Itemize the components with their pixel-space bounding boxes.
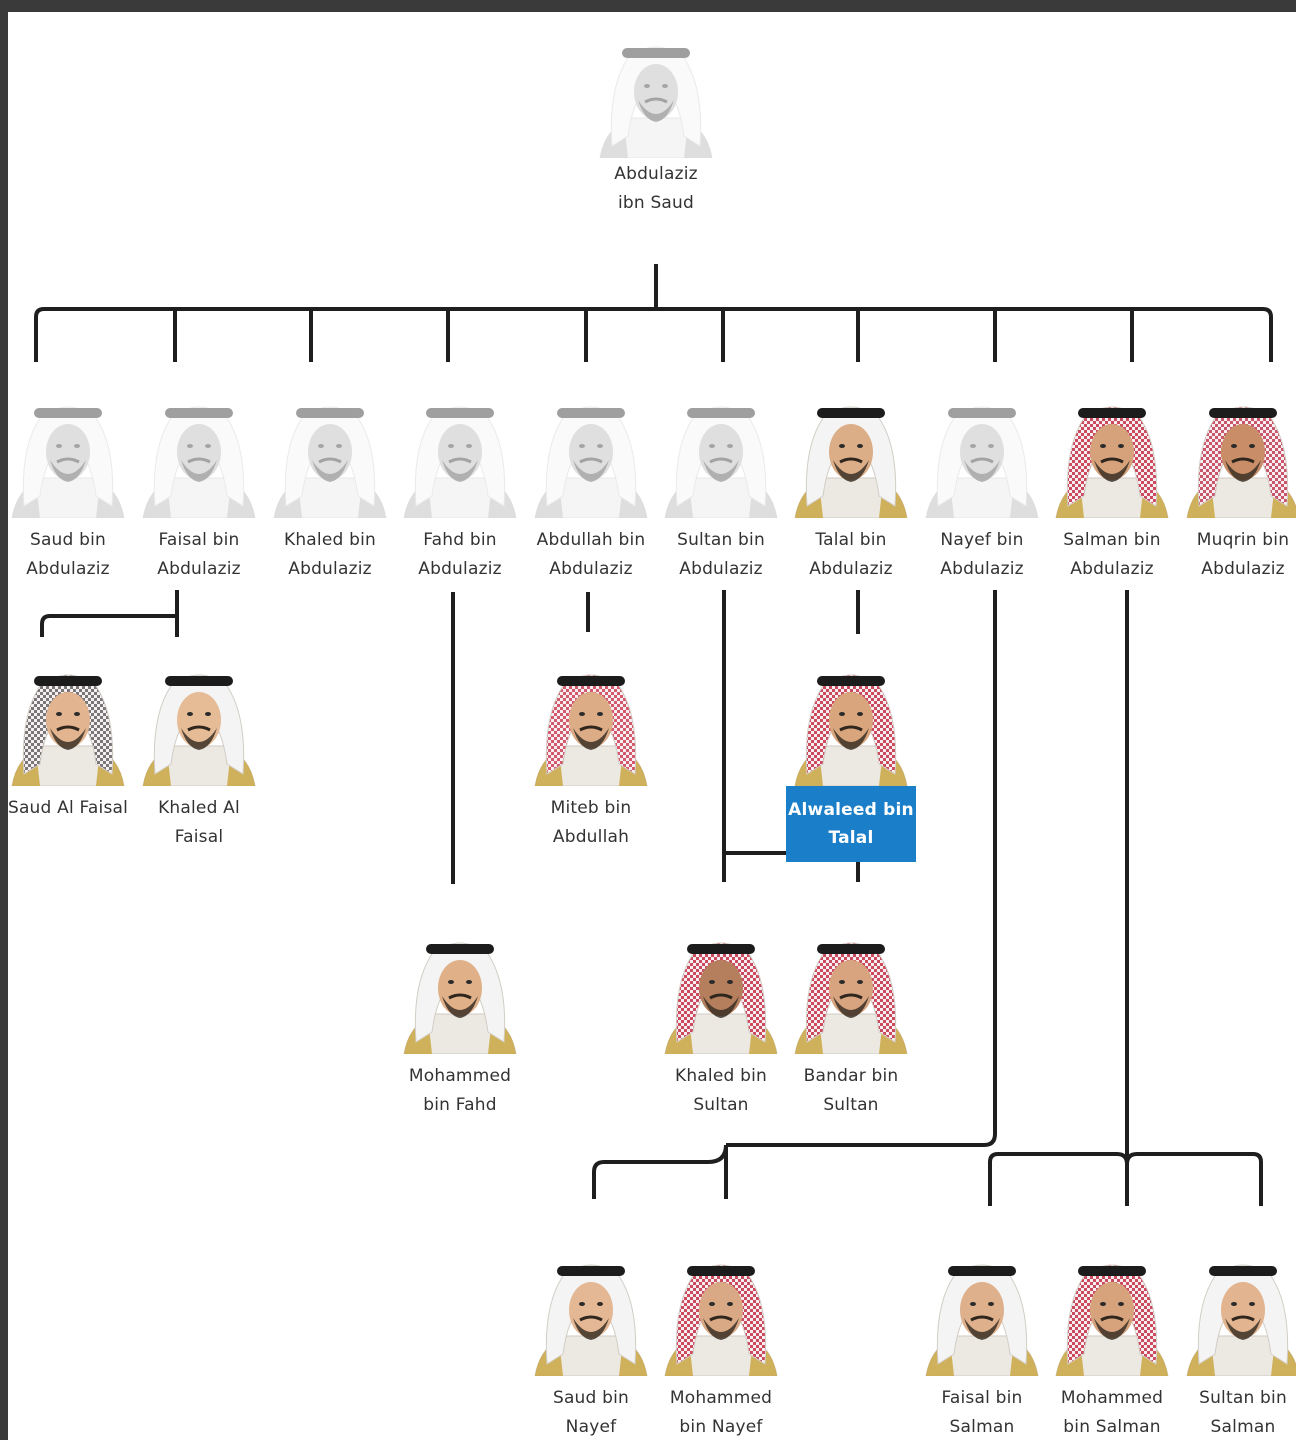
tree-sons-0-name: Saud bin Abdulaziz — [26, 530, 110, 579]
tree-sons-9-portrait — [1186, 406, 1296, 518]
connector-lines — [34, 264, 1273, 1206]
tree-sons-0-portrait — [11, 406, 125, 518]
tree-sons-2-portrait — [273, 406, 387, 518]
connector-salman-sons — [988, 590, 1263, 1206]
tree-sons-5-name: Sultan bin Abdulaziz — [677, 530, 765, 579]
tree-grandsons-10-portrait — [1055, 1264, 1169, 1376]
tree-root-portrait — [599, 46, 713, 158]
tree-grandsons-11-name: Sultan bin Salman — [1199, 1388, 1287, 1437]
tree-grandsons-6-portrait — [794, 942, 908, 1054]
tree-grandsons-9-name: Faisal bin Salman — [941, 1388, 1023, 1437]
tree-sons-3-name: Fahd bin Abdulaziz — [418, 530, 502, 579]
tree-grandsons-4-name: Mohammed bin Fahd — [408, 1066, 512, 1115]
tree-grandsons-3-portrait — [794, 674, 908, 786]
tree-sons-7-name: Nayef bin Abdulaziz — [940, 530, 1024, 579]
tree-sons-6-portrait — [794, 406, 908, 518]
tree-grandsons-1-portrait — [142, 674, 256, 786]
tree-grandsons-8-portrait — [664, 1264, 778, 1376]
tree-grandsons-5-name: Khaled bin Sultan — [674, 1066, 767, 1115]
tree-grandsons-0-portrait — [11, 674, 125, 786]
tree-grandsons-3-name: Alwaleed bin Talal — [786, 786, 916, 862]
tree-sons-4-name: Abdullah bin Abdulaziz — [536, 530, 646, 579]
tree-root-name: Abdulaziz ibn Saud — [614, 164, 698, 213]
tree-grandsons-8-name: Mohammed bin Nayef — [669, 1388, 773, 1437]
connector-sultan-sons — [722, 590, 860, 882]
connector-nayef-sons — [592, 590, 997, 1199]
tree-sons-5-portrait — [664, 406, 778, 518]
tree-grandsons-2-name: Miteb bin Abdullah — [550, 798, 632, 847]
tree-sons-7-portrait — [925, 406, 1039, 518]
connector-sons-bar — [34, 307, 1273, 362]
tree-sons-9-name: Muqrin bin Abdulaziz — [1196, 530, 1290, 579]
tree-sons-3-portrait — [403, 406, 517, 518]
tree-grandsons-7-name: Saud bin Nayef — [552, 1388, 630, 1437]
tree-grandsons-1-name: Khaled Al Faisal — [158, 798, 240, 847]
tree-sons-1-portrait — [142, 406, 256, 518]
tree-grandsons-2-portrait — [534, 674, 648, 786]
tree-sons-4-portrait — [534, 406, 648, 518]
tree-grandsons-0-name: Saud Al Faisal — [8, 798, 129, 818]
tree-sons-8-portrait — [1055, 406, 1169, 518]
tree-grandsons-10-name: Mohammed bin Salman — [1060, 1388, 1164, 1437]
tree-grandsons-6-name: Bandar bin Sultan — [803, 1066, 899, 1115]
tree-grandsons-9-portrait — [925, 1264, 1039, 1376]
tree-grandsons-7-portrait — [534, 1264, 648, 1376]
tree-grandsons-4-portrait — [403, 942, 517, 1054]
tree-sons-6-name: Talal bin Abdulaziz — [809, 530, 893, 579]
tree-sons-2-name: Khaled bin Abdulaziz — [283, 530, 376, 579]
tree-sons-8-name: Salman bin Abdulaziz — [1063, 530, 1161, 579]
tree-grandsons-11-portrait — [1186, 1264, 1296, 1376]
connector-faisal-sons — [40, 590, 179, 637]
tree-sons-1-name: Faisal bin Abdulaziz — [157, 530, 241, 579]
tree-grandsons-5-portrait — [664, 942, 778, 1054]
